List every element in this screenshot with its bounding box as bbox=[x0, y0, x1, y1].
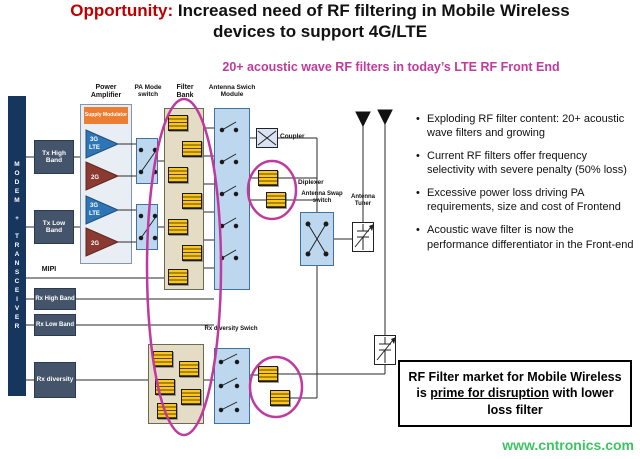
acoustic-filter-icon bbox=[182, 193, 202, 209]
diplexer-label: Diplexer bbox=[298, 179, 324, 186]
antenna-icon bbox=[355, 111, 371, 128]
acoustic-filter-icon bbox=[182, 141, 202, 157]
subtitle: 20+ acoustic wave RF filters in today’s … bbox=[222, 60, 560, 74]
antenna-icons bbox=[355, 109, 393, 128]
rx-diversity-switch-block bbox=[214, 348, 250, 424]
antenna-tuner-box-lower bbox=[374, 335, 396, 365]
acoustic-filter-icon bbox=[168, 219, 188, 235]
rx-diversity-switch-label: Rx diversity Swich bbox=[204, 326, 258, 332]
acoustic-filter-icon bbox=[182, 245, 202, 261]
filter-bank-lower bbox=[148, 344, 204, 424]
block-rx-low-band: Rx Low Band bbox=[34, 314, 76, 336]
coupler-block bbox=[256, 128, 278, 148]
header-pa-mode-switch: PA Mode switch bbox=[134, 84, 162, 99]
pa-mode-switch-lower bbox=[136, 204, 158, 250]
title-rest: Increased need of RF filtering in Mobile… bbox=[173, 1, 570, 20]
rx-diversity-filter-icon bbox=[270, 390, 290, 406]
title-line-2: devices to support 4G/LTE bbox=[212, 22, 428, 42]
bullet-item: Excessive power loss driving PA requirem… bbox=[416, 186, 634, 214]
rx-diversity-filter-icon bbox=[258, 366, 278, 382]
acoustic-filter-icon bbox=[153, 351, 173, 367]
antenna-tuner-box-upper bbox=[352, 222, 374, 252]
antenna-tuner-label: Antenna Tuner bbox=[351, 194, 375, 207]
slide-title: Opportunity: Increased need of RF filter… bbox=[0, 0, 640, 43]
acoustic-filter-icon bbox=[179, 361, 199, 377]
antenna-switch-module-block bbox=[214, 108, 250, 290]
power-amplifier-box bbox=[80, 104, 132, 264]
bullet-item: Current RF filters offer frequency selec… bbox=[416, 149, 634, 177]
callout-text-2: with lower loss filter bbox=[487, 386, 614, 417]
header-filter-bank: Filter Bank bbox=[176, 84, 194, 99]
block-rx-high-band: Rx High Band bbox=[34, 288, 76, 310]
title-keyword: Opportunity: bbox=[70, 1, 174, 20]
filter-bank-upper bbox=[164, 108, 204, 290]
key-points-list: Exploding RF filter content: 20+ acousti… bbox=[416, 112, 634, 261]
acoustic-filter-icon bbox=[168, 115, 188, 131]
acoustic-filter-icon bbox=[168, 167, 188, 183]
header-power-amplifier: Power Amplifier bbox=[90, 84, 122, 99]
callout-box: RF Filter market for Mobile Wireless is … bbox=[398, 360, 632, 427]
title-line-1: Opportunity: Increased need of RF filter… bbox=[0, 0, 640, 21]
callout-text-1: RF Filter market for Mobile Wireless is bbox=[408, 370, 622, 401]
block-tx-low-band: Tx Low Band bbox=[34, 210, 74, 244]
pa-mode-switch-upper bbox=[136, 138, 158, 184]
header-antenna-switch-module: Antenna Swich Module bbox=[208, 84, 256, 99]
mipi-label: MIPI bbox=[41, 266, 57, 273]
modem-transceiver-label: MODEM + TRANSCEIVER bbox=[13, 160, 21, 332]
acoustic-filter-icon bbox=[168, 269, 188, 285]
diplexer-filter-icon bbox=[258, 170, 278, 186]
antenna-icon bbox=[377, 109, 393, 126]
modem-transceiver-bar: MODEM + TRANSCEIVER bbox=[8, 96, 26, 396]
watermark: www.cntronics.com bbox=[502, 437, 634, 453]
acoustic-filter-icon bbox=[181, 389, 201, 405]
block-tx-high-band: Tx High Band bbox=[34, 140, 74, 174]
antenna-swap-switch-block bbox=[300, 212, 334, 266]
acoustic-filter-icon bbox=[157, 403, 177, 419]
bullet-item: Exploding RF filter content: 20+ acousti… bbox=[416, 112, 634, 140]
coupler-label: Coupler bbox=[280, 133, 305, 140]
bullet-item: Acoustic wave filter is now the performa… bbox=[416, 223, 634, 251]
block-rx-diversity: Rx diversity bbox=[34, 362, 76, 398]
antenna-swap-switch-label: Antenna Swap switch bbox=[301, 191, 343, 204]
callout-underlined-text: prime for disruption bbox=[430, 386, 550, 401]
diplexer-filter-icon bbox=[266, 192, 286, 208]
block-supply-modulator: Supply Modulator bbox=[84, 107, 128, 124]
acoustic-filter-icon bbox=[155, 379, 175, 395]
